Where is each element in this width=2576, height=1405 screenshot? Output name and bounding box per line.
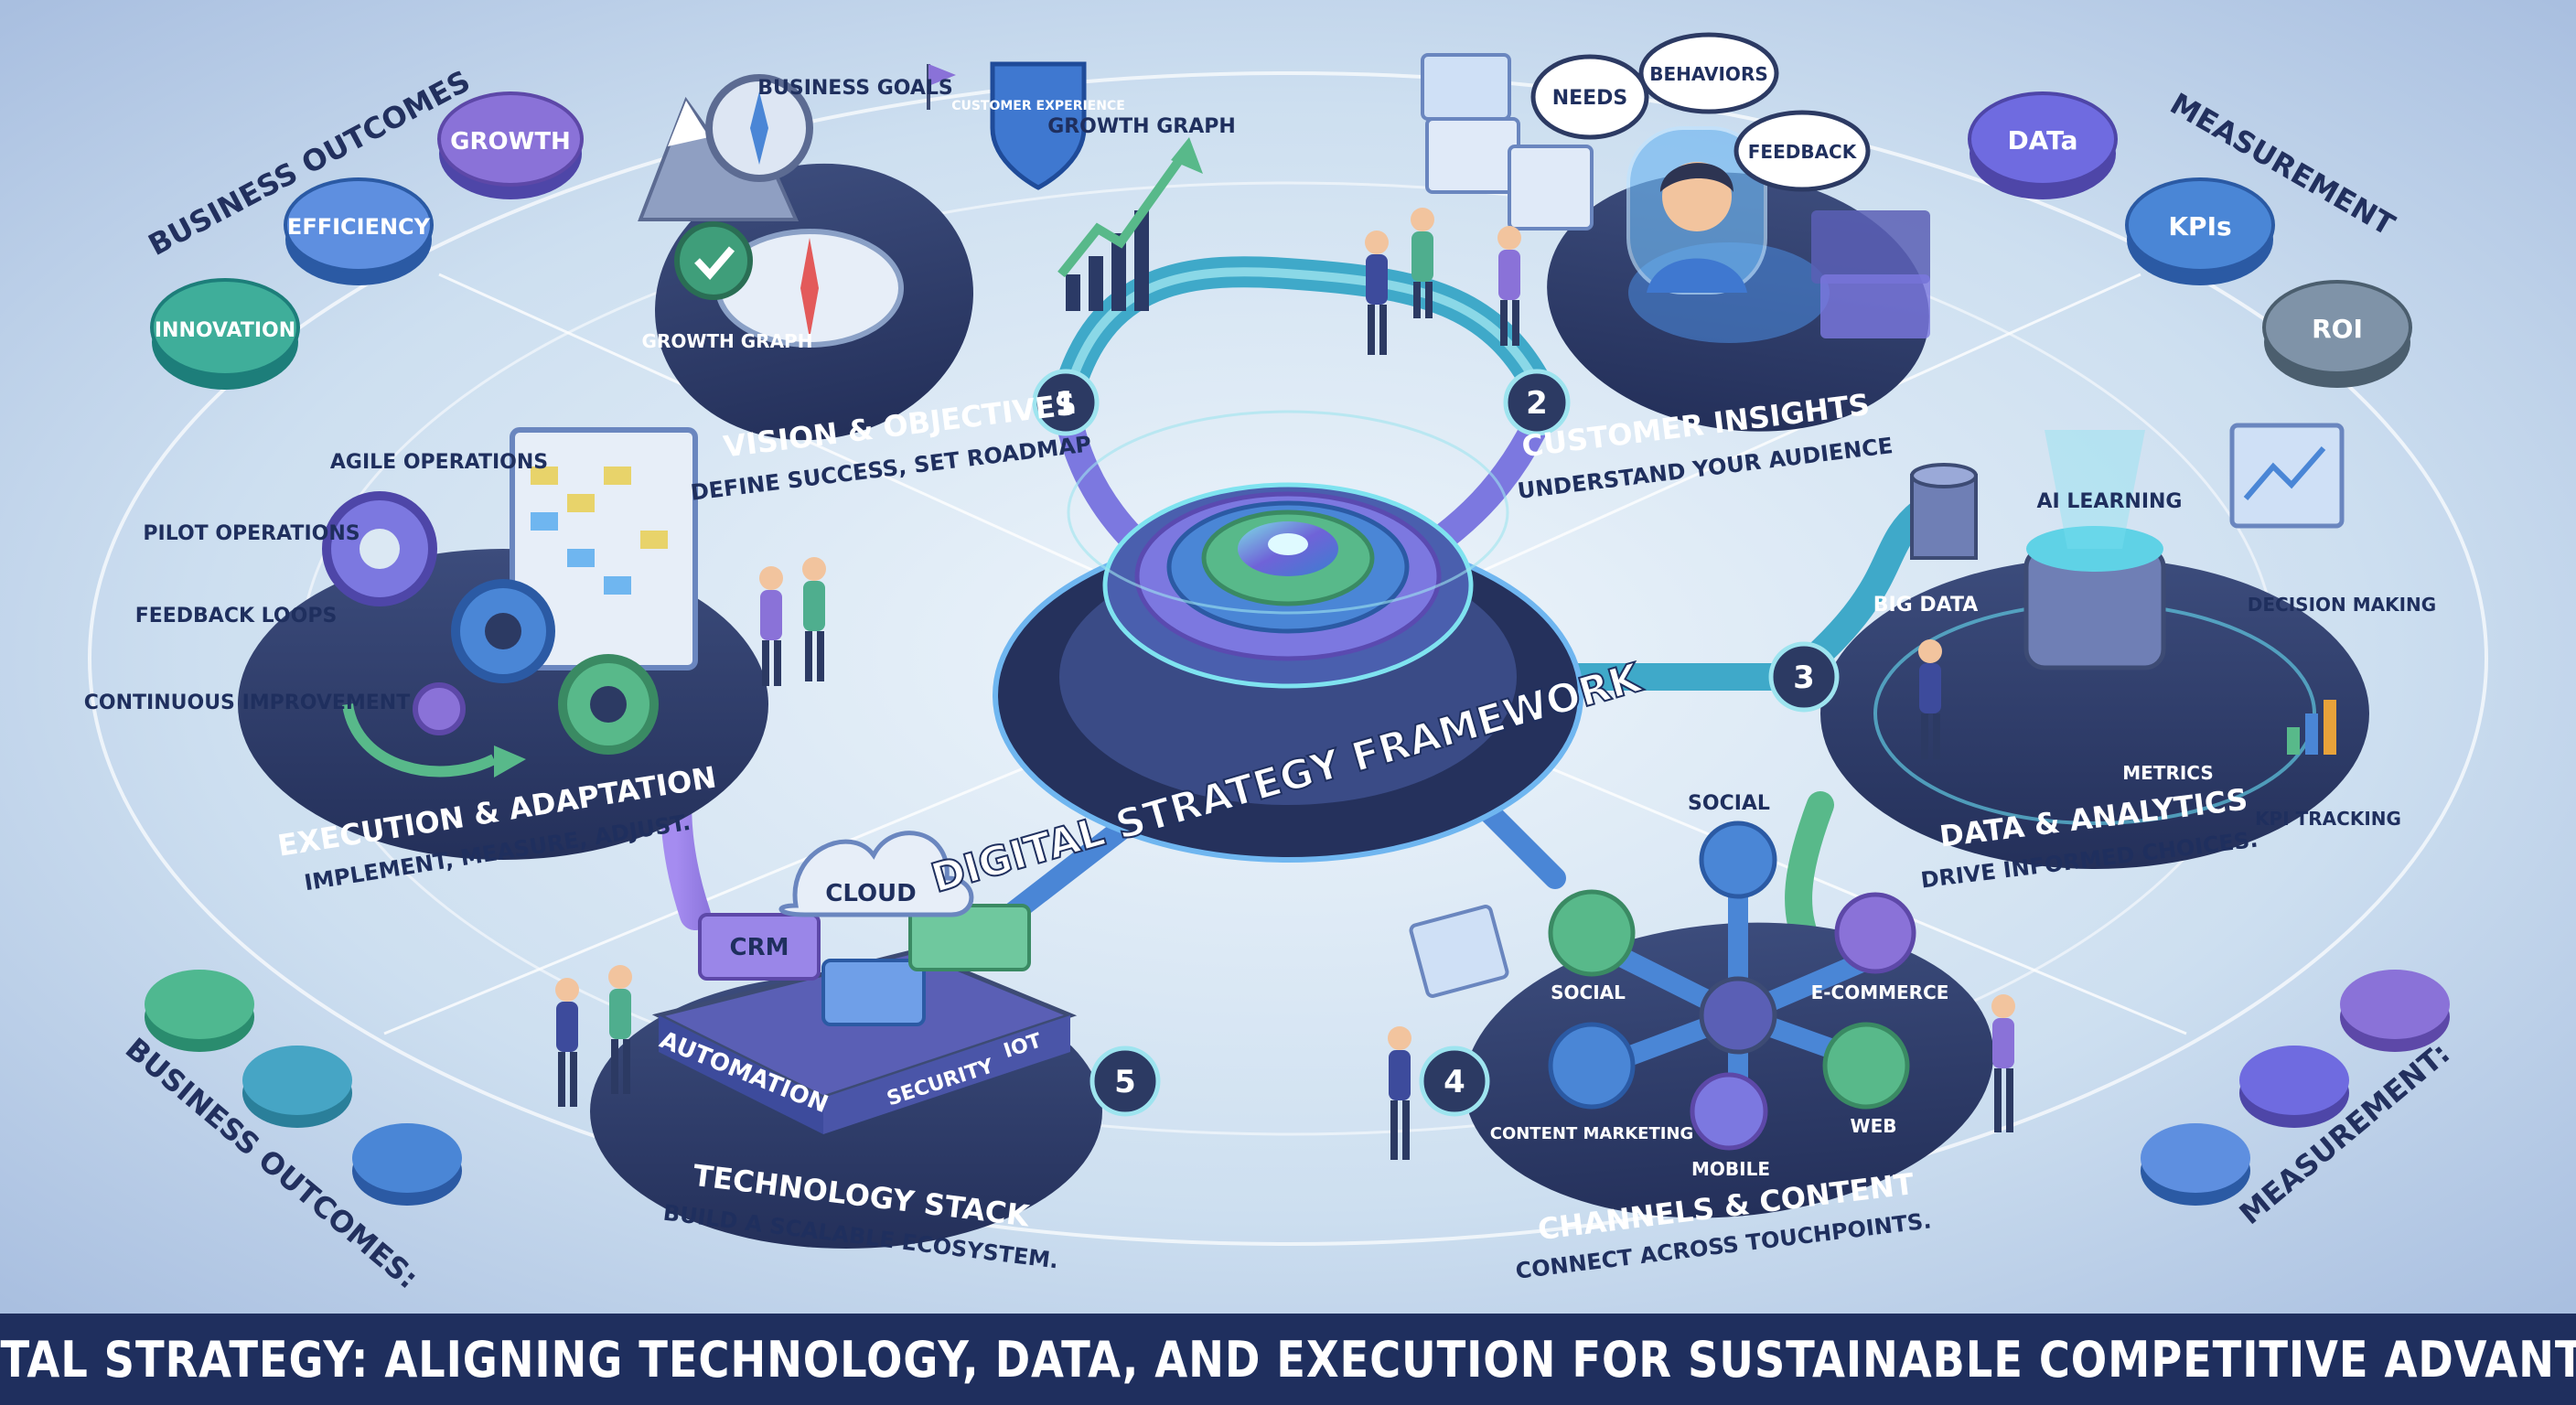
label-content-marketing: CONTENT MARKETING bbox=[1490, 1124, 1694, 1143]
person-figure bbox=[555, 978, 579, 1107]
label-mobile: MOBILE bbox=[1691, 1158, 1770, 1180]
outcome-nodes-bottom bbox=[145, 970, 462, 1206]
person-figure bbox=[1411, 208, 1434, 318]
outer-orbit-ring bbox=[88, 71, 2488, 1246]
speech-bubble-needs: NEEDS bbox=[1530, 54, 1649, 140]
person-figure bbox=[1497, 226, 1521, 346]
outcome-label: INNOVATION bbox=[155, 319, 295, 342]
label-feedback-loops: FEEDBACK LOOPS bbox=[135, 605, 338, 627]
database-icon bbox=[1910, 463, 1978, 560]
stage-number: 3 bbox=[1793, 660, 1815, 696]
chart-screen-icon bbox=[2229, 423, 2345, 529]
person-figure bbox=[1388, 1026, 1411, 1160]
speech-bubble-feedback: FEEDBACK bbox=[1733, 110, 1871, 192]
outcome-node-growth: GROWTH bbox=[437, 91, 584, 199]
stage-customer-platform bbox=[1421, 53, 1930, 432]
email-icon bbox=[1548, 1022, 1636, 1110]
person-figure bbox=[1991, 994, 2015, 1132]
label-social: SOCIAL bbox=[1551, 981, 1626, 1003]
stage-badge-1: 1 bbox=[1032, 369, 1100, 436]
person-figure bbox=[1365, 231, 1389, 355]
mail-icon bbox=[1690, 1072, 1768, 1151]
share-icon bbox=[1548, 889, 1636, 977]
stage-badge-4: 4 bbox=[1419, 1046, 1490, 1117]
label-behaviors: BEHAVIORS bbox=[1649, 63, 1768, 85]
outcome-label: GROWTH bbox=[450, 128, 571, 156]
label-cloud: CLOUD bbox=[825, 880, 917, 907]
channel-hub bbox=[1699, 976, 1777, 1055]
person-figure bbox=[802, 557, 826, 681]
chat-bubble-icon bbox=[1699, 820, 1777, 899]
globe-panel-icon bbox=[1409, 905, 1509, 998]
footer-banner: DIGITAL STRATEGY: ALIGNING TECHNOLOGY, D… bbox=[0, 1314, 2576, 1405]
stage-number: 5 bbox=[1114, 1064, 1136, 1100]
crm-block bbox=[698, 913, 821, 981]
label-continuous-improvement: CONTINUOUS IMPROVEMENT bbox=[84, 692, 410, 714]
label-pilot-operations: PILOT OPERATIONS bbox=[143, 522, 360, 545]
central-core bbox=[993, 410, 1583, 863]
stage-technology-platform bbox=[590, 831, 1102, 1249]
stage-badge-2: 2 bbox=[1503, 369, 1571, 436]
measurement-nodes-bottom bbox=[2141, 970, 2450, 1206]
checkmark-icon bbox=[674, 221, 753, 300]
label-decision-making: DECISION MAKING bbox=[2248, 594, 2436, 616]
label-social-top: SOCIAL bbox=[1688, 792, 1770, 815]
person-figure bbox=[1918, 639, 1942, 759]
stage-number: 2 bbox=[1526, 385, 1548, 422]
label-metrics: METRICS bbox=[2122, 762, 2214, 784]
stage-badge-5: 5 bbox=[1089, 1046, 1161, 1117]
stage-channels-platform bbox=[1409, 820, 1994, 1218]
shield-icon bbox=[990, 61, 1087, 190]
label-kpi-tracking: KPI TRACKING bbox=[2255, 808, 2401, 830]
measurement-node-data: DATa bbox=[1968, 91, 2118, 199]
measurement-node-roi: ROI bbox=[2262, 280, 2412, 388]
label-e-commerce: E-COMMERCE bbox=[1811, 981, 1949, 1003]
measurement-label: ROI bbox=[2312, 314, 2363, 344]
gear-block bbox=[821, 959, 926, 1026]
footer-banner-text: DIGITAL STRATEGY: ALIGNING TECHNOLOGY, D… bbox=[0, 1330, 2576, 1389]
outcome-label: EFFICIENCY bbox=[287, 214, 431, 240]
measurement-label: KPIs bbox=[2168, 211, 2231, 241]
web-icon bbox=[1822, 1022, 1910, 1110]
stage-badge-3: 3 bbox=[1768, 641, 1840, 713]
outcome-node-innovation: INNOVATION bbox=[150, 278, 300, 390]
cloud-icon bbox=[778, 831, 974, 917]
label-needs: NEEDS bbox=[1552, 87, 1628, 110]
label-big-data: BIG DATA bbox=[1873, 594, 1979, 617]
stage-data-platform bbox=[1820, 423, 2369, 869]
label-feedback: FEEDBACK bbox=[1748, 141, 1858, 163]
measurement-node-kpis: KPIs bbox=[2125, 177, 2275, 285]
stage-execution-platform bbox=[238, 427, 768, 860]
diagram-canvas: GROWTH EFFICIENCY INNOVATION DATa KPIs R… bbox=[0, 0, 2576, 1314]
label-business-goals: BUSINESS GOALS bbox=[757, 77, 953, 100]
cycle-arrow-icon bbox=[342, 702, 497, 778]
stage-number: 1 bbox=[1055, 385, 1077, 422]
cart-icon bbox=[1834, 892, 1916, 974]
dashboard-panel-icon bbox=[1421, 53, 1511, 121]
measurement-label: DATa bbox=[2007, 125, 2077, 156]
person-figure bbox=[608, 965, 632, 1094]
growth-graph-icon bbox=[1057, 137, 1203, 311]
label-growth-graph-bottom: GROWTH GRAPH bbox=[642, 330, 813, 352]
label-crm: CRM bbox=[730, 934, 789, 961]
flag-icon bbox=[928, 64, 956, 86]
person-figure bbox=[759, 566, 783, 686]
bar-chart-icon bbox=[2287, 700, 2336, 755]
label-web: WEB bbox=[1851, 1115, 1897, 1137]
label-ai-learning: AI LEARNING bbox=[2037, 490, 2183, 513]
label-growth-graph-top: GROWTH GRAPH bbox=[1047, 115, 1236, 138]
label-agile-operations: AGILE OPERATIONS bbox=[330, 451, 548, 474]
people-figures bbox=[555, 208, 2015, 1160]
gear-small-icon bbox=[413, 682, 466, 735]
label-customer-experience: CUSTOMER EXPERIENCE bbox=[951, 99, 1125, 113]
stage-vision-platform bbox=[638, 61, 1203, 441]
stage-number: 4 bbox=[1444, 1064, 1465, 1100]
outcome-node-efficiency: EFFICIENCY bbox=[284, 177, 434, 285]
speech-bubble-behaviors: BEHAVIORS bbox=[1638, 32, 1779, 114]
